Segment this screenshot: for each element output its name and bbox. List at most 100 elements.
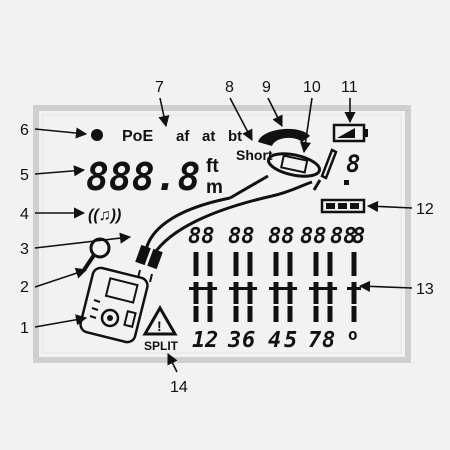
wiremap-bar-segment [351,282,357,304]
pair-digit-1: 88 [188,224,215,249]
callout-3: 3 [20,241,29,258]
rj45-plug-icon [135,244,163,283]
poe-mode-af: af [176,128,190,145]
wiremap-bar-segment [327,282,333,304]
callout-10: 10 [303,79,321,96]
wiremap-bar-tick [347,287,361,290]
callout-arrow-1 [34,314,88,328]
wiremap-bar-segment [273,306,279,322]
callout-arrow-6 [34,127,88,139]
probe-icon [312,148,338,191]
callout-14: 14 [170,379,188,396]
pair-digit-2: 88 [228,224,255,249]
activity-dot-icon [91,129,103,141]
pin-4: 4 [268,328,281,353]
wiremap-bar-tick [243,287,257,290]
magnifier-icon [82,237,111,272]
callout-5: 5 [20,167,29,184]
callout-13: 13 [416,281,434,298]
wiremap-bar-segment [273,252,279,276]
callout-8: 8 [225,79,234,96]
wiremap-bar-segment [247,252,253,276]
pair-digit-3: 88 [268,224,295,249]
callout-1: 1 [20,320,29,337]
callout-arrow-7 [158,97,170,128]
warning-mark: ! [157,318,162,334]
cable-line-2 [152,194,273,255]
wiremap-bar-segment [247,306,253,322]
callout-arrow-3 [34,232,132,249]
pair-digit-5: 88 [330,224,357,249]
pin-6: 6 [242,328,255,353]
poe-mode-at: at [202,128,215,145]
wiremap-bar-tick [309,287,323,290]
callout-12: 12 [416,201,434,218]
pin-shield: o [348,325,358,344]
wiremap-bar-segment [193,282,199,304]
wiremap-bar-segment [273,282,279,304]
pair-digit-4: 88 [300,224,327,249]
pin-2: 2 [204,328,218,353]
pair-digit-6: 8 [352,224,365,249]
wiremap-bar-segment [193,252,199,276]
poe-mode-bt: bt [228,128,242,145]
wiremap-bar-segment [287,306,293,322]
wiremap-bar-segment [233,282,239,304]
wiremap-bar-segment [313,252,319,276]
callout-9: 9 [262,79,271,96]
pin-1: 1 [192,328,205,353]
wiremap-bar-segment [207,252,213,276]
tester-device-icon [79,266,149,344]
callout-6: 6 [20,122,29,139]
split-label: SPLIT [144,339,179,353]
callout-arrow-5 [34,165,86,177]
wiremap-bar-tick [269,287,283,290]
wiremap-bar-segment [287,252,293,276]
wiremap-bar-segment [207,282,213,304]
pin-3: 3 [227,328,241,353]
pair-digit-row: 88 88 88 88 88 8 [188,224,365,249]
unit-feet: ft [206,156,219,177]
poe-label: PoE [122,128,153,145]
wiremap-bar-segment [287,282,293,304]
callout-arrow-12 [366,200,413,213]
pin-5: 5 [284,328,297,353]
wiremap-bar-tick [323,287,337,290]
wiremap-bar-segment [207,306,213,322]
callout-2: 2 [20,279,29,296]
callout-arrow-8 [229,97,253,141]
wiremap-bar-segment [193,306,199,322]
wiremap-bar-segment [327,306,333,322]
connector-jack-icon [266,152,322,178]
short-label: Short [236,147,273,163]
port-dot [344,180,349,185]
wiremap-bar-segment [247,282,253,304]
warning-triangle-icon [142,304,178,336]
pin-number-row: 1 2 3 6 4 5 7 8 o [192,325,358,353]
callout-arrow-2 [34,267,88,288]
wiremap-bar-tick [189,287,203,290]
wiremap-bar-segment [327,252,333,276]
battery-icon [332,123,368,143]
wiremap-bar-tick [283,287,297,290]
wiremap-bar-segment [313,282,319,304]
svg-text:((♫)): ((♫)) [88,207,121,224]
callout-arrow-14 [167,352,178,373]
callout-arrow-9 [267,97,283,128]
wiremap-bar-tick [229,287,243,290]
callout-arrow-10 [299,97,313,154]
lcd-inner-frame [42,114,402,354]
wiremap-bar-tick [203,287,217,290]
tone-generator-icon: ((♫)) [88,207,121,224]
wiremap-bar-segment [351,306,357,322]
callout-arrow-13 [358,280,413,292]
wiremap-bar-segment [233,306,239,322]
wiremap-bar-segment [233,252,239,276]
wiremap-bars [189,252,361,322]
cable-line-1 [144,196,231,251]
segment-bar-indicator [320,198,366,214]
distance-readout: 888.8 [86,155,200,199]
unit-meters: m [206,177,223,198]
